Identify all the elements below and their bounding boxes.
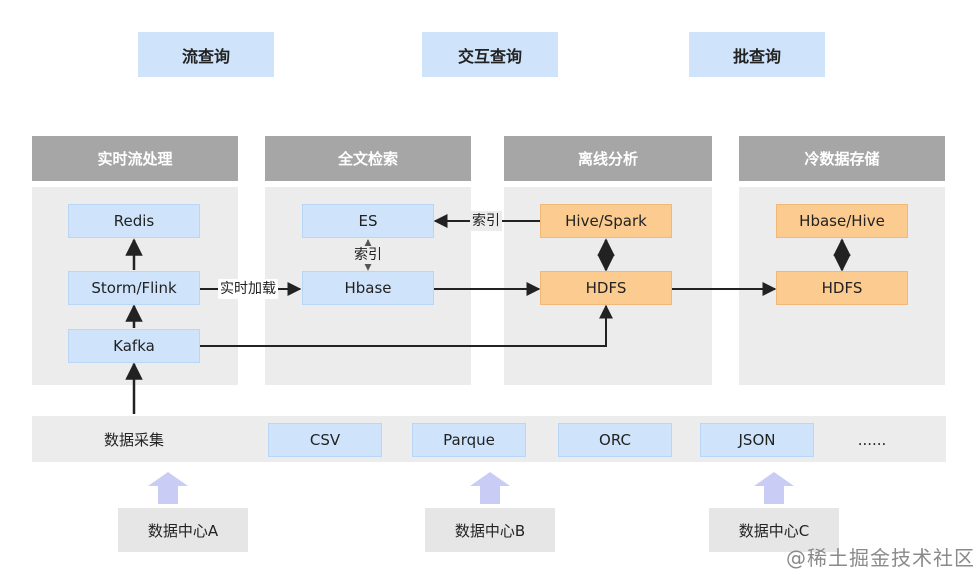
node-storm-flink: Storm/Flink (68, 271, 200, 305)
node-hdfs-cold: HDFS (776, 271, 908, 305)
node-hbase-hive: Hbase/Hive (776, 204, 908, 238)
node-hbase: Hbase (302, 271, 434, 305)
data-center-c: 数据中心C (709, 508, 839, 552)
data-center-b: 数据中心B (425, 508, 555, 552)
watermark-text: @稀土掘金技术社区 (786, 546, 975, 570)
column-header-cold: 冷数据存储 (739, 136, 945, 181)
edge-label-index-es-hbase: 索引 (352, 246, 384, 264)
top-label-stream-query: 流查询 (138, 32, 274, 77)
data-center-a: 数据中心A (118, 508, 248, 552)
format-json: JSON (700, 423, 814, 457)
top-label-interactive-query: 交互查询 (422, 32, 558, 77)
column-header-fulltext: 全文检索 (265, 136, 471, 181)
edge-kafka-to-hdfs (200, 304, 613, 347)
upload-arrow-a (148, 472, 188, 504)
node-hdfs-offline: HDFS (540, 271, 672, 305)
format-orc: ORC (558, 423, 672, 457)
upload-arrow-c (754, 472, 794, 504)
node-kafka: Kafka (68, 329, 200, 363)
data-collection-label: 数据采集 (103, 430, 164, 449)
format-csv: CSV (268, 423, 382, 457)
edge-label-index-hive-es: 索引 (470, 211, 502, 231)
edge-label-realtime-load: 实时加载 (218, 279, 278, 299)
format-parque: Parque (412, 423, 526, 457)
format-more: ...... (857, 431, 887, 449)
upload-arrow-b (470, 472, 510, 504)
node-es: ES (302, 204, 434, 238)
top-label-batch-query: 批查询 (689, 32, 825, 77)
node-redis: Redis (68, 204, 200, 238)
node-hive-spark: Hive/Spark (540, 204, 672, 238)
column-header-offline: 离线分析 (504, 136, 712, 181)
column-header-realtime: 实时流处理 (32, 136, 238, 181)
